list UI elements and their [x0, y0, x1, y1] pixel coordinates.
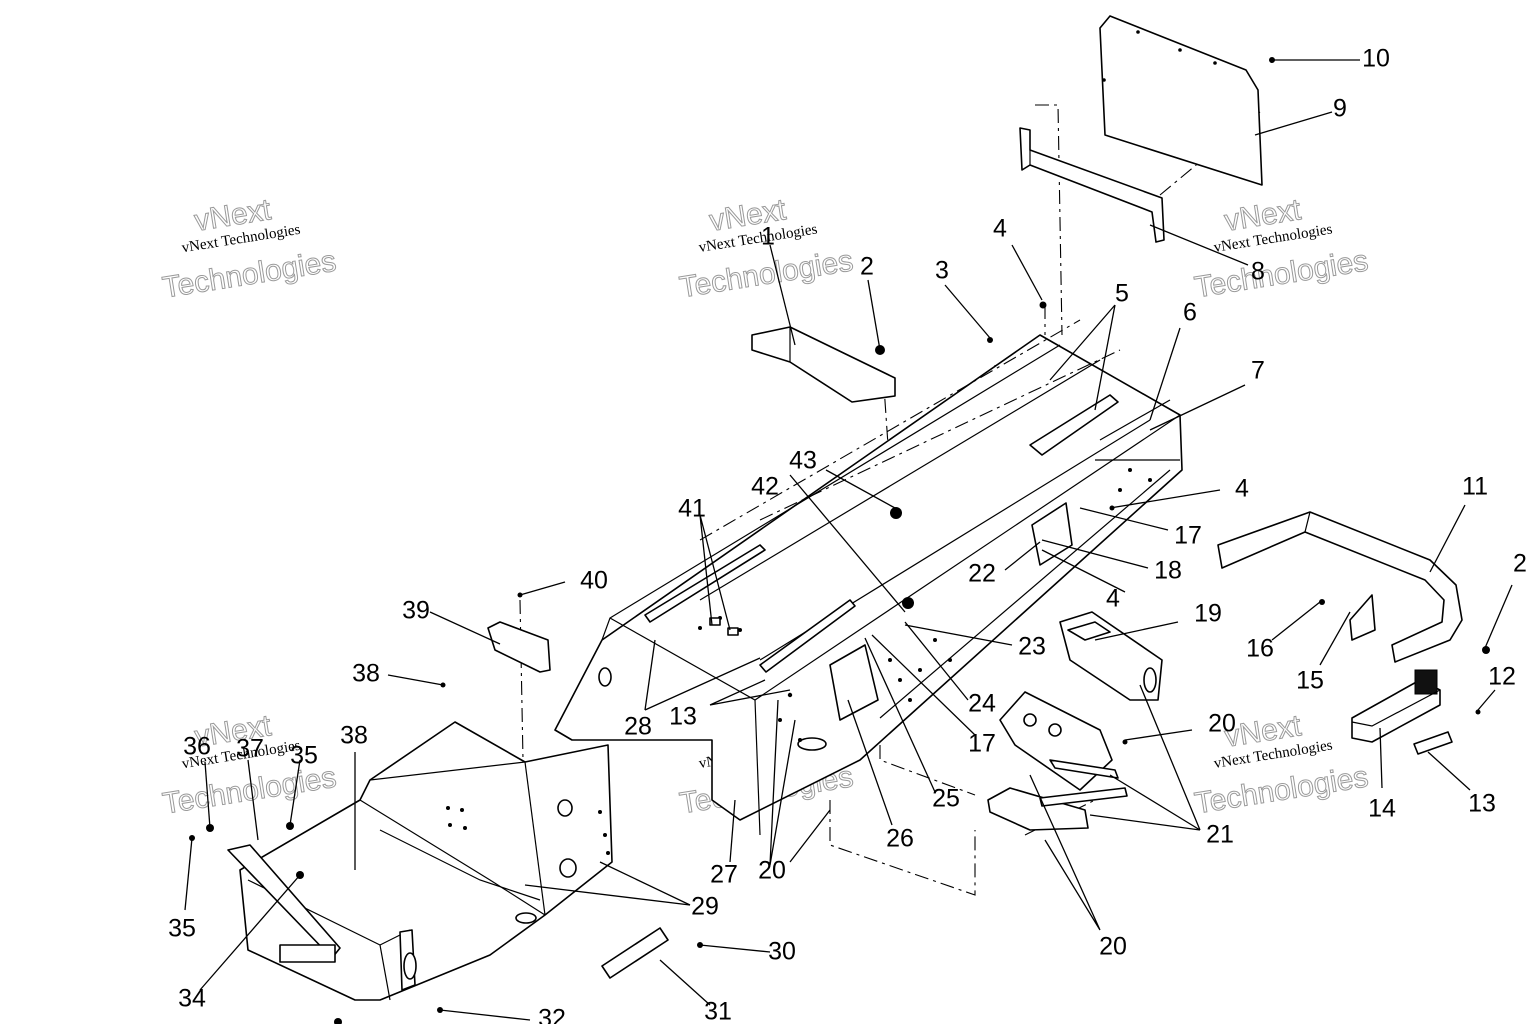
callout-6: 6 [1183, 299, 1197, 327]
fasteners [189, 57, 1490, 1024]
callout-4: 4 [993, 215, 1007, 243]
callout-13: 13 [669, 703, 697, 731]
callout-31: 31 [704, 998, 732, 1024]
callout-43: 43 [789, 447, 817, 475]
part-14-housing [1351, 669, 1441, 743]
callout-15: 15 [1296, 667, 1324, 695]
part-21-plate-lower [987, 787, 1128, 831]
callout-14: 14 [1368, 795, 1396, 823]
part-13-lens [1413, 731, 1453, 755]
callout-42: 42 [751, 473, 779, 501]
callout-20: 20 [1099, 933, 1127, 961]
callout-2: 2 [1513, 550, 1527, 578]
callout-labels: 1 2 2 3 4 4 4 5 6 7 8 9 10 11 12 13 13 1… [168, 45, 1527, 1024]
callout-27: 27 [710, 861, 738, 889]
callout-35: 35 [168, 915, 196, 943]
callout-38: 38 [340, 722, 368, 750]
main-frame [554, 319, 1183, 836]
callout-41: 41 [678, 495, 706, 523]
callout-25: 25 [932, 785, 960, 813]
callout-4: 4 [1235, 475, 1249, 503]
callout-20: 20 [1208, 710, 1236, 738]
callout-2: 2 [860, 253, 874, 281]
callout-40: 40 [580, 567, 608, 595]
callout-16: 16 [1246, 635, 1274, 663]
callout-38: 38 [352, 660, 380, 688]
leader-lines [184, 59, 1513, 1021]
callout-9: 9 [1333, 95, 1347, 123]
callout-17: 17 [1174, 522, 1202, 550]
callout-34: 34 [178, 985, 206, 1013]
part-31-bracket [601, 927, 669, 979]
callout-30: 30 [768, 938, 796, 966]
callout-1: 1 [761, 223, 775, 251]
callout-35: 35 [290, 742, 318, 770]
watermark-upper-left: vNext vNext Technologies Technologies [160, 193, 339, 306]
callout-8: 8 [1251, 258, 1265, 286]
callout-11: 11 [1462, 473, 1488, 501]
callout-22: 22 [968, 560, 996, 588]
callout-20: 20 [758, 857, 786, 885]
callout-10: 10 [1362, 45, 1390, 73]
part-15-bracket [1349, 594, 1376, 641]
callout-37: 37 [236, 735, 264, 763]
callout-12: 12 [1488, 663, 1516, 691]
callout-32: 32 [538, 1005, 566, 1024]
callout-5: 5 [1115, 280, 1129, 308]
part-21-plate-upper [999, 691, 1119, 791]
part-19-bracket [1059, 611, 1163, 701]
front-body [227, 721, 613, 1001]
part-39-bracket [487, 621, 551, 673]
callout-23: 23 [1018, 633, 1046, 661]
callout-17: 17 [968, 730, 996, 758]
callout-39: 39 [402, 597, 430, 625]
watermark-upper-right: vNext vNext Technologies Technologies [1192, 193, 1371, 305]
callout-28: 28 [624, 713, 652, 741]
callout-21: 21 [1206, 821, 1234, 849]
callout-13: 13 [1468, 790, 1496, 818]
part-8-bracket [1019, 127, 1165, 243]
callout-29: 29 [691, 893, 719, 921]
callout-19: 19 [1194, 600, 1222, 628]
callout-3: 3 [935, 257, 949, 285]
callout-24: 24 [968, 690, 996, 718]
callout-26: 26 [886, 825, 914, 853]
callout-4: 4 [1106, 585, 1120, 613]
callout-36: 36 [183, 733, 211, 761]
callout-18: 18 [1154, 557, 1182, 585]
callout-7: 7 [1251, 357, 1265, 385]
part-1-rail [751, 326, 896, 403]
part-9-panel [1099, 15, 1263, 186]
